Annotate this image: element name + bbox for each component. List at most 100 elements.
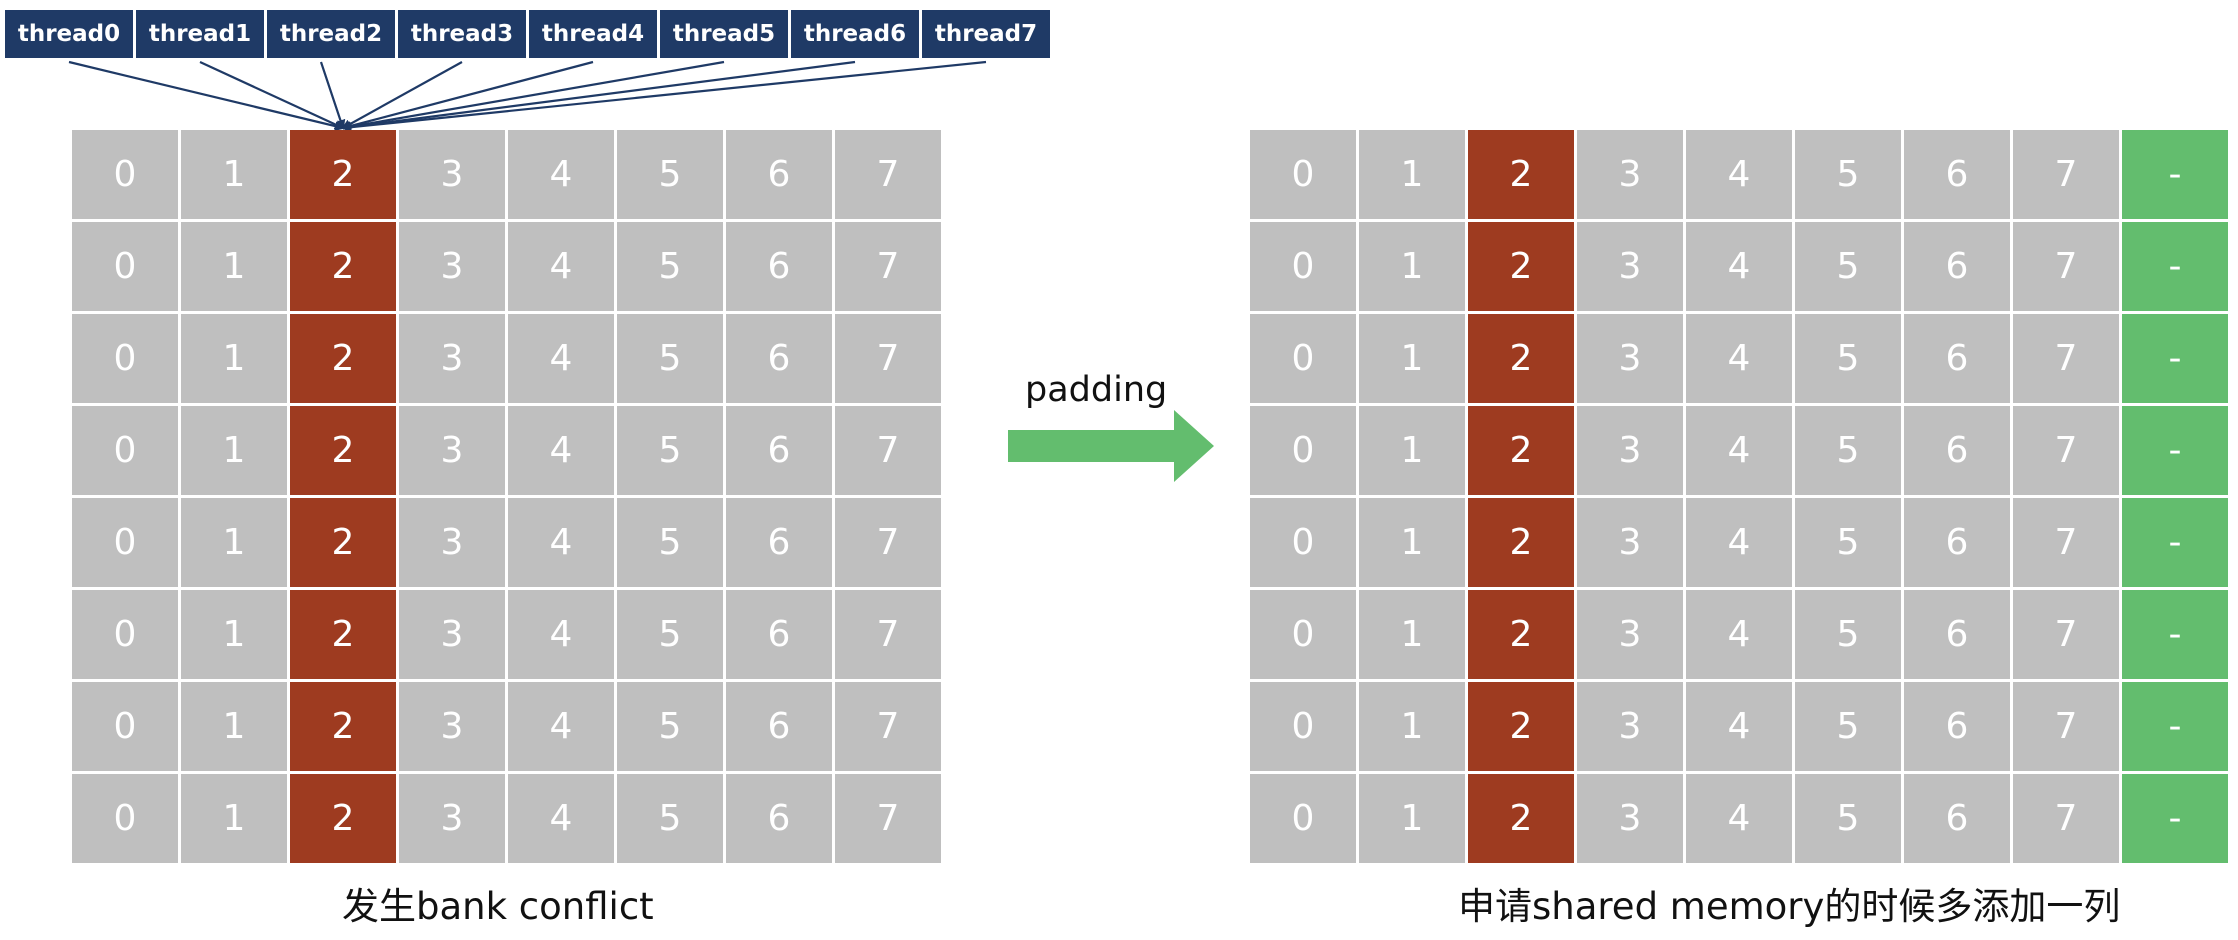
bank-cell: 5: [1795, 498, 1901, 587]
bank-cell: 5: [1795, 406, 1901, 495]
padding-cell: -: [2122, 774, 2228, 863]
bank-cell: 1: [181, 682, 287, 771]
bank-cell: 4: [508, 774, 614, 863]
bank-cell: 1: [1359, 590, 1465, 679]
bank-cell: 0: [72, 682, 178, 771]
thread-box: thread2: [267, 10, 395, 58]
bank-cell: 6: [726, 498, 832, 587]
padding-cell: -: [2122, 222, 2228, 311]
bank-cell: 7: [835, 314, 941, 403]
bank-cell: 6: [726, 682, 832, 771]
bank-cell: 0: [72, 774, 178, 863]
bank-cell: 1: [181, 130, 287, 219]
bank-cell: 3: [399, 682, 505, 771]
bank-cell: 4: [1686, 590, 1792, 679]
bank-cell: 0: [72, 130, 178, 219]
bank-cell: 6: [726, 774, 832, 863]
bank-cell: 7: [2013, 682, 2119, 771]
conflict-bank-cell: 2: [1468, 774, 1574, 863]
bank-cell: 5: [617, 682, 723, 771]
thread-box: thread3: [398, 10, 526, 58]
bank-cell: 3: [399, 222, 505, 311]
bank-cell: 5: [1795, 314, 1901, 403]
padding-cell: -: [2122, 130, 2228, 219]
bank-cell: 4: [1686, 222, 1792, 311]
conflict-bank-cell: 2: [1468, 314, 1574, 403]
bank-cell: 4: [1686, 406, 1792, 495]
thread-access-line: [199, 61, 345, 130]
conflict-bank-cell: 2: [290, 130, 396, 219]
thread-box: thread0: [5, 10, 133, 58]
bank-cell: 5: [617, 498, 723, 587]
bank-cell: 7: [835, 130, 941, 219]
bank-cell: 5: [617, 314, 723, 403]
bank-cell: 6: [726, 406, 832, 495]
bank-cell: 0: [72, 498, 178, 587]
bank-cell: 4: [1686, 498, 1792, 587]
bank-cell: 7: [835, 406, 941, 495]
bank-cell: 1: [1359, 682, 1465, 771]
bank-cell: 5: [1795, 774, 1901, 863]
bank-cell: 1: [181, 222, 287, 311]
thread-access-line: [341, 60, 594, 131]
thread-access-line: [319, 61, 346, 130]
bank-cell: 1: [181, 406, 287, 495]
bank-cell: 7: [2013, 222, 2119, 311]
padding-cell: -: [2122, 590, 2228, 679]
bank-cell: 0: [72, 406, 178, 495]
conflict-bank-cell: 2: [290, 682, 396, 771]
padding-cell: -: [2122, 682, 2228, 771]
padding-cell: -: [2122, 406, 2228, 495]
bank-cell: 6: [726, 590, 832, 679]
bank-cell: 5: [617, 774, 723, 863]
bank-cell: 3: [399, 406, 505, 495]
conflict-bank-cell: 2: [1468, 590, 1574, 679]
bank-cell: 1: [1359, 222, 1465, 311]
thread-access-line: [68, 60, 345, 131]
bank-cell: 4: [1686, 774, 1792, 863]
thread-box: thread6: [791, 10, 919, 58]
thread-access-line: [341, 61, 463, 129]
bank-cell: 0: [72, 222, 178, 311]
padding-cell: -: [2122, 498, 2228, 587]
bank-cell: 0: [72, 314, 178, 403]
padding-arrow: [1008, 410, 1214, 482]
bank-cell: 1: [1359, 406, 1465, 495]
caption-padded: 申请shared memory的时候多添加一列: [1458, 885, 2121, 928]
bank-cell: 5: [617, 130, 723, 219]
caption-conflict: 发生bank conflict: [342, 885, 654, 928]
bank-cell: 3: [1577, 314, 1683, 403]
bank-cell: 5: [617, 222, 723, 311]
bank-cell: 7: [2013, 130, 2119, 219]
thread-box: thread4: [529, 10, 657, 58]
bank-cell: 4: [1686, 682, 1792, 771]
padding-cell: -: [2122, 314, 2228, 403]
thread-box: thread5: [660, 10, 788, 58]
conflict-bank-cell: 2: [1468, 498, 1574, 587]
bank-cell: 3: [1577, 682, 1683, 771]
bank-cell: 7: [2013, 774, 2119, 863]
bank-cell: 0: [1250, 682, 1356, 771]
bank-cell: 3: [1577, 222, 1683, 311]
bank-cell: 6: [1904, 130, 2010, 219]
bank-cell: 7: [835, 590, 941, 679]
bank-cell: 6: [726, 222, 832, 311]
conflict-bank-cell: 2: [290, 222, 396, 311]
bank-cell: 4: [508, 682, 614, 771]
bank-cell: 7: [835, 498, 941, 587]
conflict-bank-cell: 2: [290, 498, 396, 587]
conflict-bank-cell: 2: [290, 590, 396, 679]
bank-cell: 4: [1686, 314, 1792, 403]
bank-cell: 5: [1795, 590, 1901, 679]
bank-cell: 0: [1250, 314, 1356, 403]
bank-cell: 4: [508, 590, 614, 679]
bank-cell: 4: [508, 406, 614, 495]
conflict-bank-cell: 2: [1468, 222, 1574, 311]
bank-cell: 3: [399, 314, 505, 403]
bank-cell: 0: [1250, 406, 1356, 495]
bank-cell: 3: [399, 774, 505, 863]
bank-cell: 1: [181, 774, 287, 863]
bank-cell: 5: [1795, 222, 1901, 311]
thread-access-line: [341, 60, 987, 133]
